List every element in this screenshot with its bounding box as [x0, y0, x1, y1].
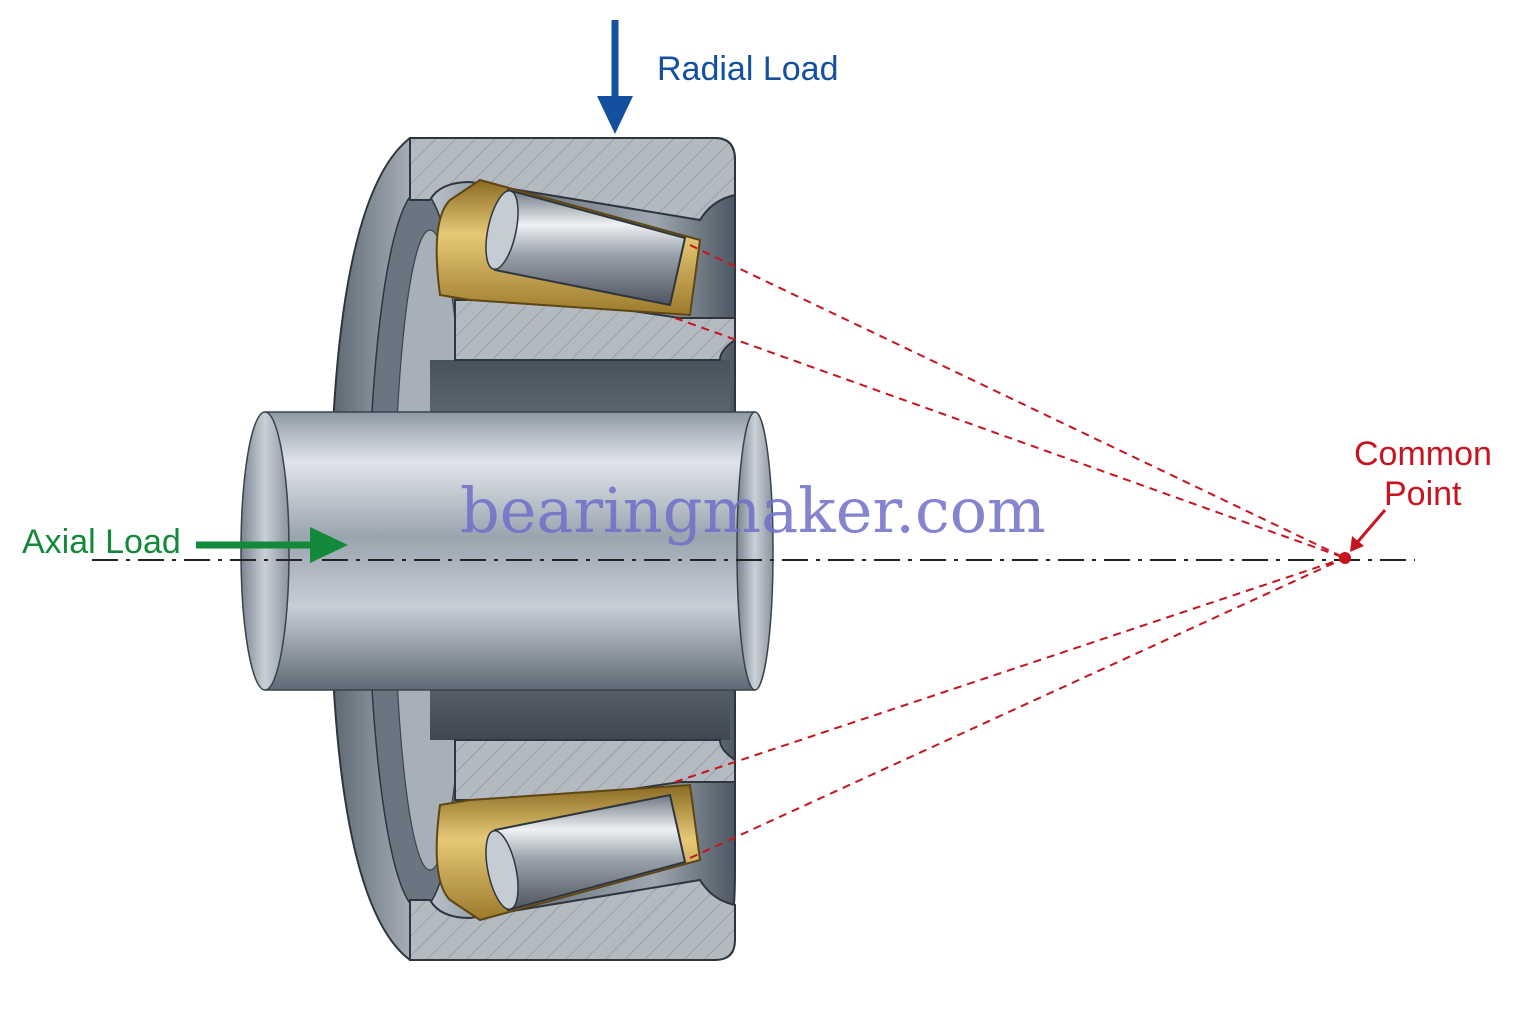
arrow-down-left-icon [1350, 509, 1387, 552]
axial-load-label: Axial Load [22, 523, 181, 561]
inner-ring-section-bottom [454, 739, 736, 812]
outer-ring-section-bottom [409, 878, 736, 961]
shaft [240, 411, 774, 691]
radial-load-label: Radial Load [657, 50, 838, 88]
apex-lines [674, 244, 1346, 859]
roller-top [485, 188, 687, 307]
roller-bottom [485, 793, 687, 912]
common-point-marker [1339, 552, 1351, 564]
inner-ring-section-top [454, 288, 736, 361]
arrow-down-icon [597, 20, 633, 134]
arrow-right-icon [196, 527, 348, 563]
watermark: bearingmaker.com [460, 474, 1046, 547]
common-point-label-line1: Common [1354, 435, 1492, 473]
common-point-label-line2: Point [1384, 475, 1462, 513]
outer-ring-section-top [409, 137, 736, 222]
